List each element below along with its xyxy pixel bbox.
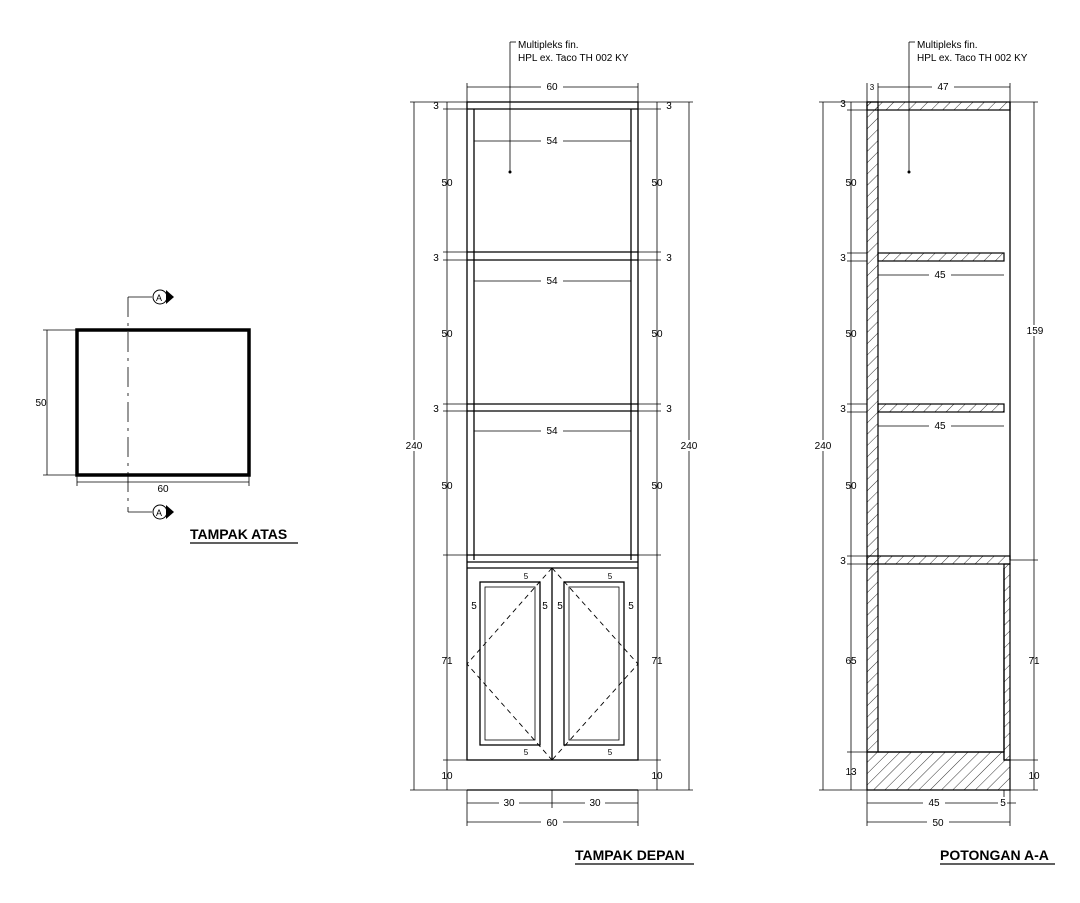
svg-text:50: 50	[651, 178, 663, 189]
svg-text:50: 50	[845, 481, 857, 492]
svg-text:50: 50	[441, 329, 453, 340]
svg-text:10: 10	[651, 771, 663, 782]
svg-text:5: 5	[608, 572, 613, 581]
section-note-line2: HPL ex. Taco TH 002 KY	[917, 53, 1028, 64]
top-view: A A 50 60 TAMPAK ATAS	[35, 289, 298, 544]
front-total-height-left: 240	[406, 441, 423, 452]
svg-text:5: 5	[471, 601, 477, 612]
svg-text:3: 3	[666, 404, 672, 415]
svg-text:3: 3	[666, 101, 672, 112]
svg-text:50: 50	[651, 329, 663, 340]
svg-text:3: 3	[666, 253, 672, 264]
svg-text:5: 5	[524, 572, 529, 581]
svg-text:50: 50	[441, 178, 453, 189]
svg-text:3: 3	[433, 253, 439, 264]
front-note-line2: HPL ex. Taco TH 002 KY	[518, 53, 629, 64]
svg-text:5: 5	[524, 748, 529, 757]
svg-text:71: 71	[441, 656, 453, 667]
top-view-outline	[75, 328, 251, 477]
svg-text:10: 10	[441, 771, 453, 782]
front-top-width-dim: 60	[546, 82, 558, 93]
svg-text:3: 3	[840, 404, 846, 415]
svg-text:5: 5	[557, 601, 563, 612]
top-view-title: TAMPAK ATAS	[190, 526, 287, 542]
svg-text:13: 13	[845, 767, 857, 778]
svg-text:30: 30	[589, 798, 601, 809]
front-view: Multipleks fin. HPL ex. Taco TH 002 KY 6…	[403, 40, 700, 865]
svg-text:30: 30	[503, 798, 515, 809]
svg-text:5: 5	[608, 748, 613, 757]
svg-text:10: 10	[1028, 771, 1040, 782]
svg-text:3: 3	[433, 101, 439, 112]
section-total-height: 240	[815, 441, 832, 452]
svg-text:50: 50	[845, 329, 857, 340]
svg-text:3: 3	[870, 83, 875, 92]
front-inner-width-dim-1: 54	[546, 136, 558, 147]
section-total-depth: 50	[932, 818, 944, 829]
svg-text:5: 5	[628, 601, 634, 612]
section-top-depth-dim: 47	[937, 82, 949, 93]
section-note-line1: Multipleks fin.	[917, 40, 978, 51]
svg-text:3: 3	[840, 556, 846, 567]
top-width-dim: 60	[157, 484, 169, 495]
svg-text:3: 3	[840, 253, 846, 264]
top-depth-dim: 50	[35, 398, 47, 409]
svg-text:A: A	[156, 508, 162, 518]
front-inner-width-dim-2: 54	[546, 276, 558, 287]
svg-text:50: 50	[845, 178, 857, 189]
svg-text:45: 45	[934, 270, 946, 281]
section-view-title: POTONGAN A-A	[940, 847, 1049, 863]
section-upper-height: 159	[1027, 326, 1044, 337]
front-total-height-right: 240	[681, 441, 698, 452]
svg-text:45: 45	[934, 421, 946, 432]
svg-text:50: 50	[651, 481, 663, 492]
svg-text:A: A	[156, 293, 162, 303]
front-note-line1: Multipleks fin.	[518, 40, 579, 51]
section-marker-bottom: A	[152, 504, 174, 520]
svg-text:45: 45	[928, 798, 940, 809]
svg-text:65: 65	[845, 656, 857, 667]
svg-text:5: 5	[542, 601, 548, 612]
front-bottom-width-dim: 60	[546, 818, 558, 829]
svg-text:71: 71	[1028, 656, 1040, 667]
svg-text:5: 5	[1000, 798, 1006, 809]
svg-text:71: 71	[651, 656, 663, 667]
svg-text:3: 3	[840, 99, 846, 110]
svg-text:50: 50	[441, 481, 453, 492]
section-marker-top: A	[152, 289, 174, 305]
svg-text:3: 3	[433, 404, 439, 415]
section-view: Multipleks fin. HPL ex. Taco TH 002 KY 3…	[812, 40, 1055, 865]
front-view-title: TAMPAK DEPAN	[575, 847, 685, 863]
front-inner-width-dim-3: 54	[546, 426, 558, 437]
